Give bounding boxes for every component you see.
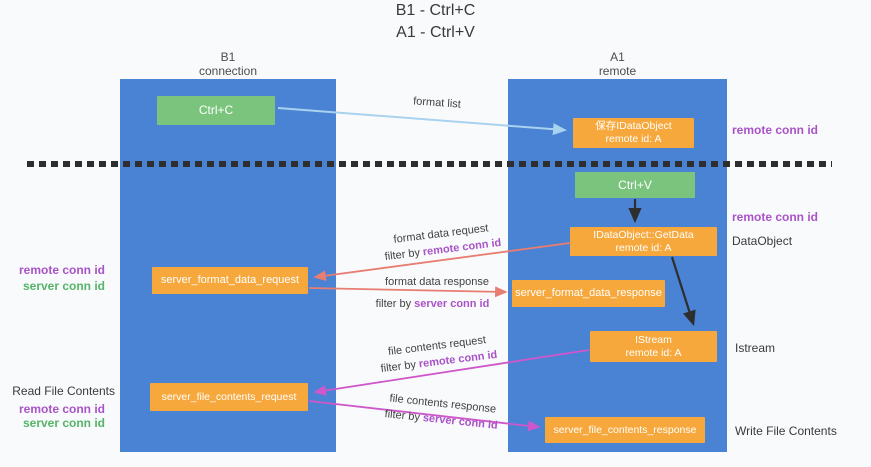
format-data-response-text: format data response <box>385 276 489 288</box>
node-ctrl-v-label: Ctrl+V <box>618 177 652 192</box>
node-istream-line2: remote id: A <box>625 346 682 359</box>
title-line-1: B1 - Ctrl+C <box>395 2 476 19</box>
node-ctrl-v: Ctrl+V <box>575 172 695 198</box>
node-format-request-label: server_format_data_request <box>160 274 300 286</box>
node-store-dataobject-line2: remote id: A <box>605 133 662 145</box>
node-istream: IStream remote id: A <box>590 331 717 362</box>
lifeline-b1-role: connection <box>198 64 258 78</box>
lifeline-b1-name: B1 <box>220 50 236 64</box>
annotation-istream: Istream <box>735 341 776 355</box>
server-conn-id-keyword: server conn id <box>414 298 490 310</box>
phase-separator-dashed-line <box>27 161 832 167</box>
node-getdata-line2: remote id: A <box>615 241 672 254</box>
annotation-server-conn-id-left-bottom: server conn id <box>22 416 105 430</box>
node-idataobject-getdata: IDataObject::GetData remote id: A <box>570 227 717 256</box>
node-store-dataobject-line1: 保存IDataObject <box>595 120 672 132</box>
node-file-response-label: server_file_contents_response <box>553 423 697 436</box>
lifeline-header-b1: B1 connection <box>120 50 336 78</box>
node-ctrl-c: Ctrl+C <box>157 96 275 125</box>
title-line-2: A1 - Ctrl+V <box>396 24 475 41</box>
arrow-format-data-response <box>308 286 508 298</box>
flow-label-format-list: format list <box>392 94 483 112</box>
lifeline-a1-name: A1 <box>610 50 625 64</box>
node-ctrl-c-label: Ctrl+C <box>198 103 234 117</box>
node-store-dataobject: 保存IDataObject remote id: A <box>573 118 694 148</box>
node-server-file-contents-response: server_file_contents_response <box>545 417 705 443</box>
lifeline-a1-role: remote <box>598 64 637 78</box>
annotation-remote-conn-id-top-right: remote conn id <box>732 123 819 137</box>
node-file-request-label: server_file_contents_request <box>161 390 297 403</box>
lifeline-header-a1: A1 remote <box>508 50 727 78</box>
annotation-remote-conn-id-left-bottom: remote conn id <box>18 402 105 416</box>
annotation-remote-conn-id-left-top: remote conn id <box>18 263 105 277</box>
format-list-text: format list <box>412 95 462 111</box>
annotation-remote-conn-id-mid-right: remote conn id <box>732 210 819 224</box>
filter-by-text: filter by <box>384 246 421 264</box>
annotation-dataobject: DataObject <box>732 234 793 248</box>
filter-by-text: filter by <box>384 408 421 424</box>
node-getdata-line1: IDataObject::GetData <box>593 228 694 241</box>
flow-label-format-data-response: format data response <box>377 276 497 288</box>
node-server-format-data-request: server_format_data_request <box>152 267 308 294</box>
node-server-format-data-response: server_format_data_response <box>512 280 665 307</box>
annotation-write-file-contents: Write File Contents <box>735 424 837 438</box>
node-format-response-label: server_format_data_response <box>515 287 662 299</box>
diagram-title: B1 - Ctrl+C A1 - Ctrl+V <box>0 0 871 44</box>
filter-by-text: filter by <box>375 298 412 310</box>
annotation-server-conn-id-left-top: server conn id <box>22 279 105 293</box>
node-istream-line1: IStream <box>635 333 672 346</box>
node-server-file-contents-request: server_file_contents_request <box>150 383 308 411</box>
annotation-read-file-contents: Read File Contents <box>12 384 115 398</box>
filter-by-text: filter by <box>380 358 417 376</box>
